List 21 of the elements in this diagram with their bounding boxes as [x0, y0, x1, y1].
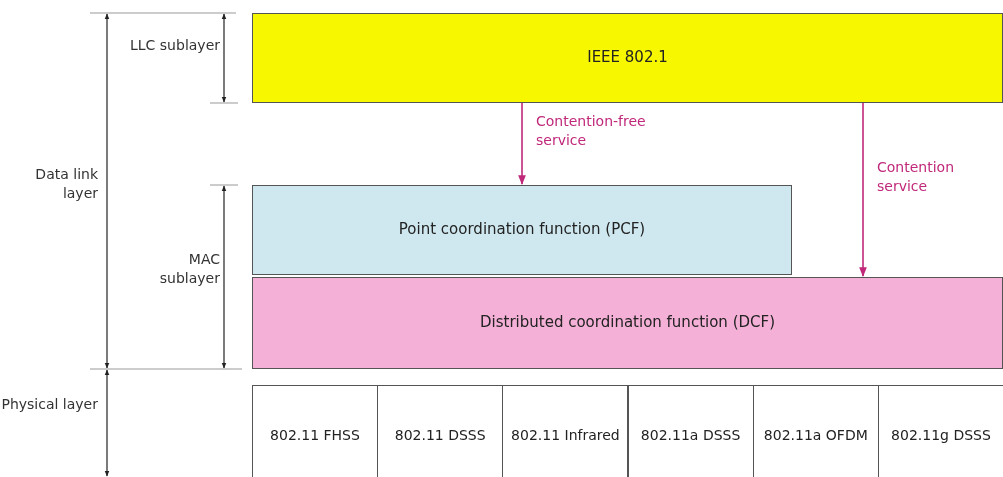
box-label: IEEE 802.1 [587, 48, 668, 68]
box-label: 802.11a OFDM [763, 425, 868, 445]
box-label: Distributed coordination function (DCF) [480, 313, 775, 333]
layer-label: LLC sublayer [130, 36, 220, 55]
box-label: 802.11g DSSS [891, 425, 991, 445]
standard-cell [627, 385, 754, 477]
standard-cell [252, 385, 378, 477]
box-label: 802.11a DSSS [640, 425, 741, 445]
dcf-box [252, 277, 1003, 369]
llc-layer-box [252, 13, 1003, 103]
layer-label: MAC sublayer [158, 250, 220, 288]
pcf-box [252, 185, 792, 275]
box-label: Point coordination function (PCF) [398, 220, 646, 240]
box-label: 802.11 FHSS [270, 425, 360, 445]
layer-label: Physical layer [0, 395, 98, 414]
arrow [518, 102, 526, 185]
box-label: 802.11 Infrared [511, 425, 620, 445]
standard-cell [502, 385, 629, 477]
box-label: 802.11 DSSS [394, 425, 486, 445]
arrow [859, 102, 867, 277]
layer-label: Data link layer [34, 165, 98, 203]
